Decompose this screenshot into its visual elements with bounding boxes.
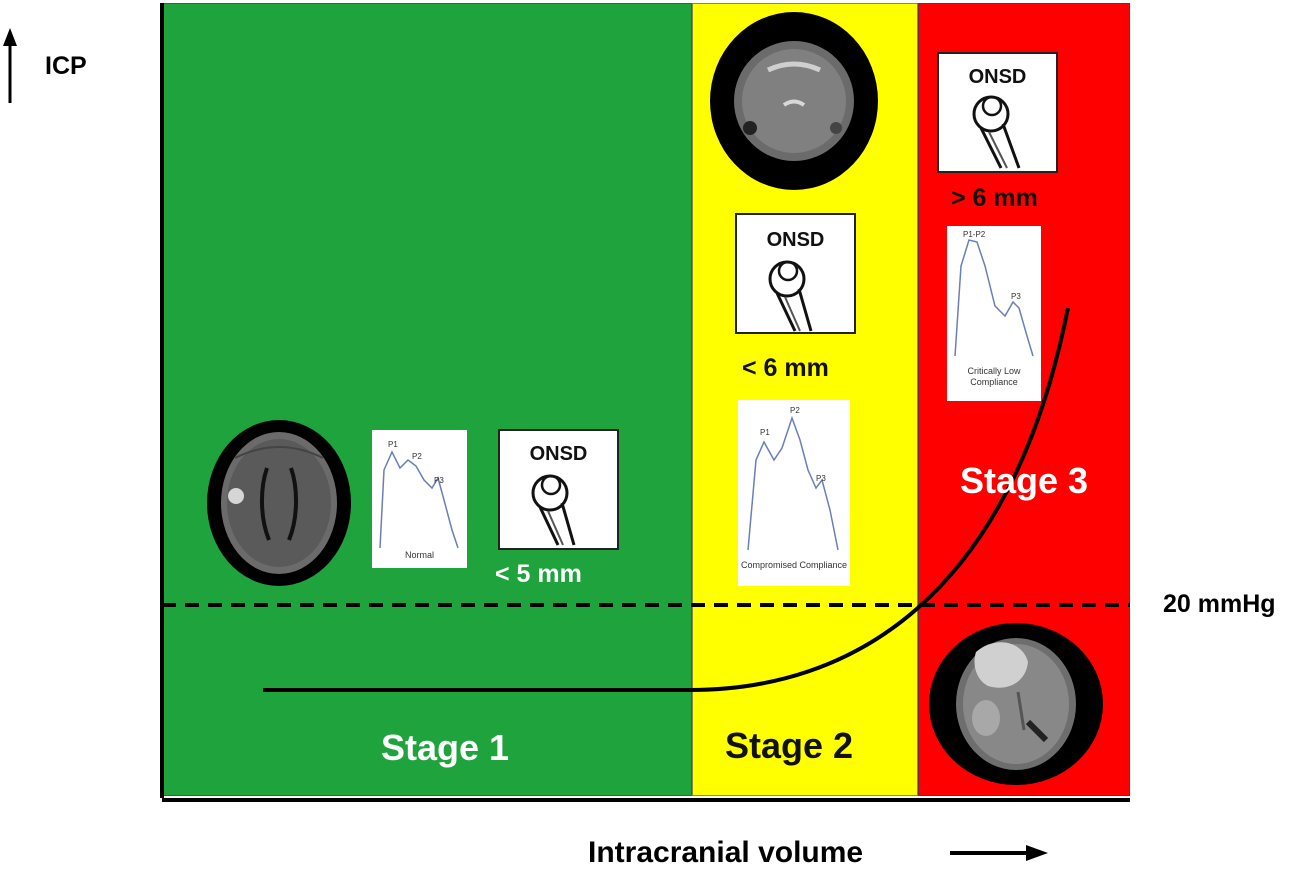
peak-p3: P3 [434, 476, 444, 485]
onsd-card-title: ONSD [766, 229, 825, 251]
ct-scan-normal-icon [207, 420, 351, 586]
optic-nerve-sheath-icon [972, 95, 1021, 169]
stage-1-label: Stage 1 [381, 727, 510, 768]
peak-p3: P3 [816, 474, 826, 483]
stage-2-label: Stage 2 [725, 725, 854, 766]
onsd-card-title: ONSD [529, 443, 588, 465]
icp-waveform-critical: P1-P2 P3 Critically Low Compliance [947, 226, 1041, 401]
stage-1-zone [162, 3, 692, 796]
waveform-caption: Normal [404, 550, 434, 560]
threshold-label: 20 mmHg [1163, 590, 1276, 618]
onsd-card-stage-1: ONSD [498, 429, 619, 550]
pressure-volume-curve [263, 307, 1070, 692]
optic-nerve-sheath-icon [768, 260, 813, 332]
optic-nerve-sheath-icon [531, 474, 576, 546]
waveform-caption: Compromised Compliance [740, 560, 848, 570]
x-axis-label: Intracranial volume [588, 836, 864, 869]
onsd-value-stage-1: < 5 mm [495, 560, 582, 588]
y-axis-label: ICP [45, 52, 87, 80]
stage-3-label: Stage 3 [960, 460, 1089, 501]
icp-waveform-compromised: P1 P2 P3 Compromised Compliance [738, 400, 850, 586]
peak-p1: P1 [388, 440, 398, 449]
peak-p1-p2: P1-P2 [963, 230, 986, 239]
peak-p1: P1 [760, 428, 770, 437]
peak-p3: P3 [1011, 292, 1021, 301]
peak-p2: P2 [790, 406, 800, 415]
onsd-value-stage-3: > 6 mm [951, 184, 1038, 212]
waveform-caption: Critically Low Compliance [967, 366, 1021, 387]
y-arrow-head [3, 28, 17, 46]
peak-p2: P2 [412, 452, 422, 461]
onsd-card-stage-3: ONSD [937, 52, 1058, 173]
onsd-card-stage-2: ONSD [735, 213, 856, 334]
onsd-value-stage-2: < 6 mm [742, 354, 829, 382]
ct-scan-swollen-icon [710, 12, 878, 190]
onsd-card-title: ONSD [968, 66, 1027, 88]
ct-scan-hemorrhage-icon [929, 623, 1103, 785]
x-arrow-head [1026, 845, 1048, 861]
icp-waveform-normal: P1 P2 P3 Normal [372, 430, 467, 568]
